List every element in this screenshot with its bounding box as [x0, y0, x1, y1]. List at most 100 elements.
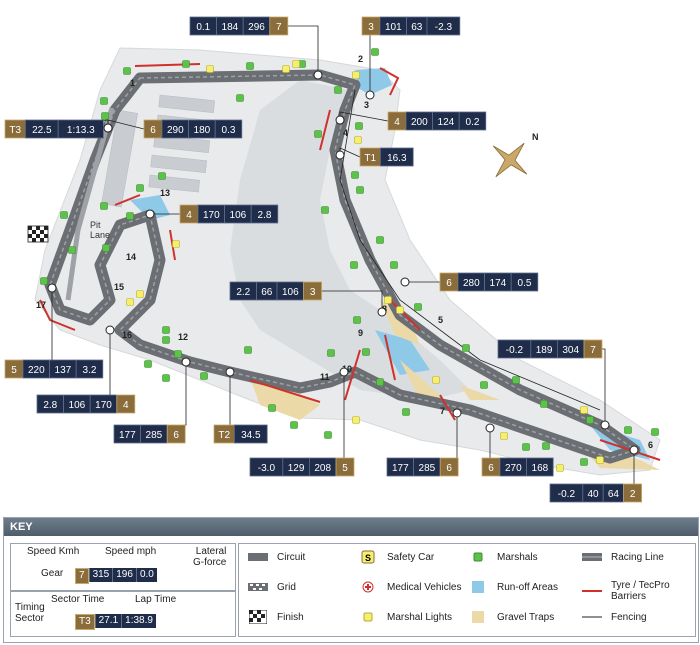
callout-value: 106	[282, 287, 299, 298]
callout-value: T3	[9, 125, 21, 136]
legend-label: Run-off Areas	[497, 581, 558, 593]
marshal-post-20	[402, 408, 410, 416]
callout-value: 63	[411, 22, 423, 33]
turn-number-12: 12	[178, 332, 188, 342]
marshal-post-49	[102, 244, 110, 252]
callout-value: 290	[167, 125, 184, 136]
legend-grid: Grid	[247, 580, 296, 594]
marshal-post-14	[376, 236, 384, 244]
turn-number-16: 16	[122, 330, 132, 340]
marshal-post-16	[350, 261, 358, 269]
marshal-post-51	[162, 336, 170, 344]
compass-north-label: N	[532, 132, 539, 142]
callout-value: 1:13.3	[67, 125, 95, 136]
speed-kmh-label: Speed Kmh	[27, 546, 80, 557]
gear-label: Gear	[41, 568, 64, 579]
finish-icon	[247, 610, 269, 624]
callout-anchor	[339, 367, 349, 377]
callout-value: -2.3	[435, 22, 453, 33]
marshal-post-44	[68, 246, 76, 254]
sample-lap-time: 1:38.9	[121, 614, 156, 628]
callout-value: 6	[150, 125, 156, 136]
sample-timing-badge: T3 27.1 1:38.9	[75, 614, 156, 630]
marshal-post-12	[356, 186, 364, 194]
marshal-post-40	[542, 442, 550, 450]
callout-value: -3.0	[258, 463, 276, 474]
callout-anchor	[365, 90, 375, 100]
marshal-light-6	[126, 298, 134, 306]
legend-gravel: Gravel Traps	[467, 610, 554, 624]
callout-cell	[214, 119, 243, 139]
legend-fencing: Fencing	[581, 610, 647, 624]
callout-value: 4	[186, 210, 192, 221]
marshal-post-30	[414, 303, 422, 311]
marshal-post-24	[162, 374, 170, 382]
legend-racing-line: Racing Line	[581, 550, 664, 564]
marshal-light-15	[136, 290, 144, 298]
marshal-post-18	[362, 348, 370, 356]
legend-label: Marshals	[497, 551, 538, 563]
svg-text:S: S	[365, 553, 371, 563]
legend-label: Marshal Lights	[387, 611, 453, 623]
callout-value: 2.8	[258, 210, 272, 221]
gravel-icon	[467, 610, 489, 624]
marshal-post-17	[353, 316, 361, 324]
marshal-post-45	[136, 184, 144, 192]
callout-value: -0.2	[506, 345, 524, 356]
callout-value: 285	[146, 430, 163, 441]
callout-value: 6	[446, 463, 452, 474]
safety-car-icon: S	[357, 550, 379, 564]
callout-anchor	[600, 420, 610, 430]
callout-value: 270	[505, 463, 522, 474]
callout-value: 16.3	[387, 153, 407, 164]
key-title: KEY	[4, 518, 698, 536]
legend-label: Fencing	[611, 611, 647, 623]
callout-value: 280	[463, 278, 480, 289]
callout-value: 2	[630, 489, 636, 500]
callout-cell	[526, 457, 554, 477]
marshal-post-43	[40, 277, 48, 285]
marshal-light-4	[354, 136, 362, 144]
callout-cell	[379, 147, 414, 167]
marshal-post-6	[100, 97, 108, 105]
marshal-post-15	[390, 261, 398, 269]
callout-cell	[510, 272, 539, 292]
callout-anchor	[452, 408, 462, 418]
callout-value: 3	[368, 22, 374, 33]
callout-value: 296	[248, 22, 265, 33]
turn-number-1: 1	[130, 78, 135, 88]
marshal-light-9	[352, 416, 360, 424]
callout-cell	[439, 457, 459, 477]
marshal-post-10	[355, 122, 363, 130]
marshal-light-icon	[357, 610, 379, 624]
legend-marshals: Marshals	[467, 550, 538, 564]
callout-value: 40	[587, 489, 599, 500]
legend-label: Gravel Traps	[497, 611, 555, 623]
sample-sector: T3	[75, 614, 95, 630]
marshal-post-8	[236, 94, 244, 102]
callout-anchor	[105, 325, 115, 335]
callout-value: 200	[411, 117, 428, 128]
legend-marshal-light: Marshal Lights	[357, 610, 452, 624]
callout-value: 6	[173, 430, 179, 441]
legend-circuit: Circuit	[247, 550, 305, 564]
callout-value: 208	[314, 463, 331, 474]
marshal-post-38	[580, 458, 588, 466]
callout-value: T1	[364, 153, 376, 164]
callout-anchor	[400, 277, 410, 287]
marshal-light-0	[206, 65, 214, 73]
marshal-light-3	[352, 71, 360, 79]
turn-number-13: 13	[160, 188, 170, 198]
turn-number-4: 4	[343, 128, 348, 138]
